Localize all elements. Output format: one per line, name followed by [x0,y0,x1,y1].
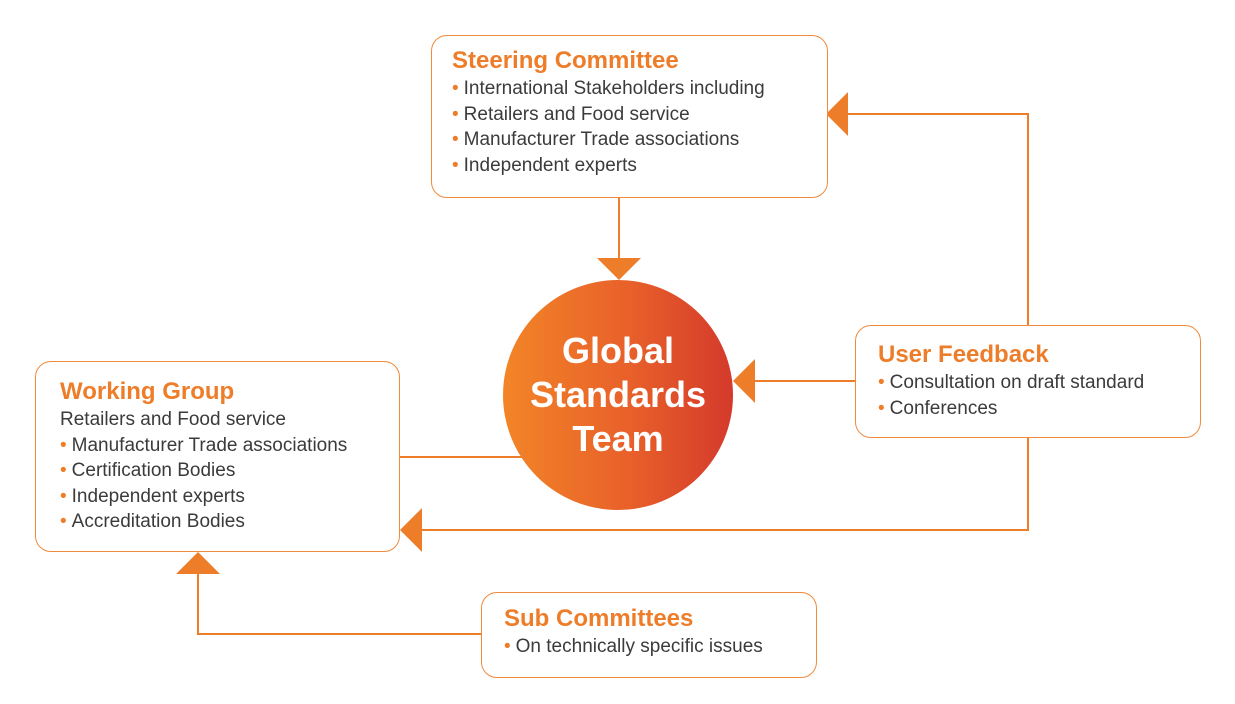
global-standards-team-circle: Global Standards Team [503,280,733,510]
steering-committee-list: •International Stakeholders including •R… [452,76,807,178]
arrowhead-left-steering [826,92,848,136]
working-group-intro: Retailers and Food service [60,409,286,430]
user-feedback-list: •Consultation on draft standard •Confere… [878,370,1180,421]
list-item: •Independent experts [452,154,637,176]
arrowhead-left-team [733,359,755,403]
sub-committees-list: •On technically specific issues [504,634,796,660]
arrowhead-up-working [176,552,220,574]
user-feedback-box: User Feedback •Consultation on draft sta… [855,325,1201,438]
list-item: •Retailers and Food service [452,103,690,125]
list-item: •On technically specific issues [504,636,763,657]
feedback-to-working-line [420,437,1029,531]
list-item: •Independent experts [60,485,245,507]
list-item: •Manufacturer Trade associations [452,129,740,150]
subcommittees-to-working-line [197,574,481,635]
list-item: •Conferences [878,397,998,419]
arrowhead-left-working [400,508,422,552]
steering-committee-title: Steering Committee [452,47,679,74]
sub-committees-box: Sub Committees •On technically specific … [481,592,817,678]
steering-committee-box: Steering Committee •International Stakeh… [431,35,828,198]
list-item: •International Stakeholders including [452,78,765,99]
working-group-title: Working Group [60,378,235,405]
working-group-box: Working Group Retailers and Food service… [35,361,400,552]
list-item: •Consultation on draft standard [878,372,1145,393]
list-item: •Accreditation Bodies [60,511,245,532]
list-item: •Certification Bodies [60,460,236,481]
sub-committees-title: Sub Committees [504,605,694,632]
working-group-list: •Manufacturer Trade associations •Certif… [60,433,379,535]
global-standards-team-label: Global Standards Team [529,330,707,459]
user-feedback-title: User Feedback [878,341,1049,368]
list-item: •Manufacturer Trade associations [60,434,348,456]
feedback-to-steering-line [846,113,1029,325]
arrowhead-down [597,258,641,280]
